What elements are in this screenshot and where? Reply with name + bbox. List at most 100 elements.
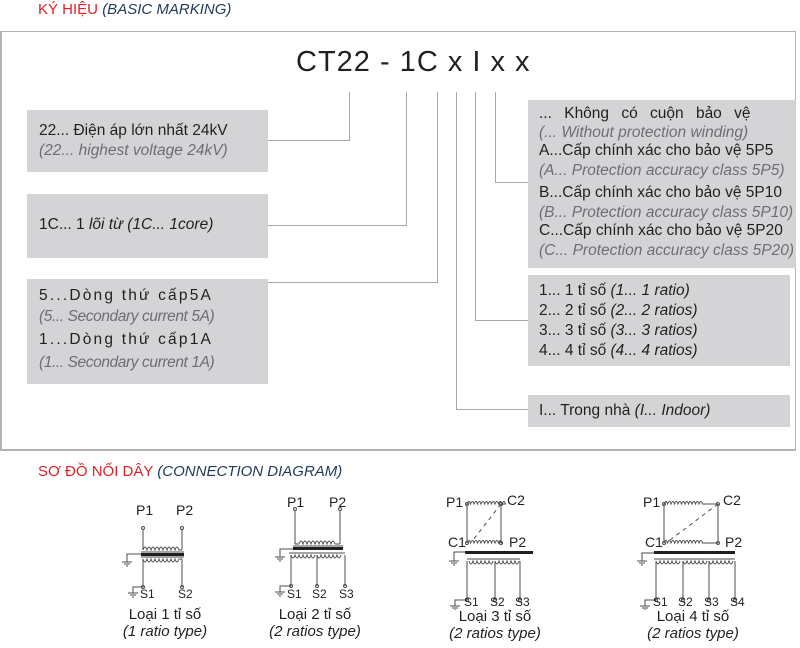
type-vn: Loại 1 tỉ số <box>128 606 202 623</box>
ratio-1-vn: 1... 1 tỉ số <box>539 282 611 299</box>
iron-core <box>141 553 184 556</box>
protection-a-en: (A... Protection accuracy class 5P5) <box>539 162 785 179</box>
connection-diagram-heading: SƠ ĐỒ NỐI DÂY (CONNECTION DIAGRAM) <box>38 463 342 480</box>
connector-voltage-h <box>267 140 350 141</box>
voltage-box: 22... Điện áp lớn nhất 24kV (22... highe… <box>27 110 268 172</box>
p1-label: P1 <box>136 502 153 518</box>
type-vn: Loại 3 tỉ số <box>458 608 532 625</box>
voltage-vn: 22... Điện áp lớn nhất 24kV <box>39 122 228 139</box>
connector-voltage-v <box>349 92 350 141</box>
c1-label: C1 <box>448 534 466 550</box>
c2-label: C2 <box>723 492 741 508</box>
ratios-box: 1... 1 tỉ số (1... 1 ratio) 2... 2 tỉ số… <box>528 275 790 366</box>
type-vn: Loại 4 tỉ số <box>656 608 730 625</box>
s1-label: S1 <box>464 595 479 609</box>
s3-label: S3 <box>704 595 719 609</box>
connector-secondary-v <box>437 92 438 283</box>
diagram-1-caption: Loại 1 tỉ số (1 ratio type) <box>100 606 230 640</box>
ratio-2-en: (2... 2 ratios) <box>610 302 698 319</box>
diagram-3-caption: Loại 3 tỉ số (2 ratios type) <box>430 608 560 642</box>
p2-label: P2 <box>725 534 742 550</box>
model-code: CT22 - 1C x I x x <box>296 46 531 78</box>
secondary-1a-vn: 1...Dòng thứ cấp1A <box>39 331 214 348</box>
indoor-text: I... Trong nhà (I... Indoor) <box>539 401 790 421</box>
diagram-2-caption: Loại 2 tỉ số (2 ratios type) <box>250 606 380 640</box>
connector-core-v <box>406 92 407 226</box>
indoor-box: I... Trong nhà (I... Indoor) <box>528 395 790 427</box>
ratio-1-en: (1... 1 ratio) <box>610 282 690 299</box>
heading-en: (BASIC MARKING) <box>102 1 232 18</box>
p2-label: P2 <box>176 502 193 518</box>
type-vn: Loại 2 tỉ số <box>278 606 352 623</box>
p2-label: P2 <box>509 534 526 550</box>
s3-label: S3 <box>339 587 354 601</box>
heading-vn: SƠ ĐỒ NỐI DÂY <box>38 463 154 480</box>
diagram-4-ratios: P1 C2 C1 P2 S1 S2 S3 S4 <box>637 492 745 610</box>
protection-c-vn: C...Cấp chính xác cho bảo vệ 5P20 <box>539 222 783 239</box>
secondary-1a-en: (1... Secondary current 1A) <box>39 354 215 371</box>
s2-label: S2 <box>312 587 327 601</box>
protection-c-en: (C... Protection accuracy class 5P20) <box>539 242 794 259</box>
p2-label: P2 <box>329 494 346 510</box>
c1-label: C1 <box>645 534 663 550</box>
connector-ratio-h <box>475 320 528 321</box>
basic-marking-heading: KÝ HIỆU (BASIC MARKING) <box>38 1 231 18</box>
indoor-en: (I... Indoor) <box>634 402 711 419</box>
secondary-coil <box>142 557 182 563</box>
indoor-vn: I... Trong nhà <box>539 402 635 419</box>
primary-coil <box>142 546 182 552</box>
protection-none-en: (... Without protection winding) <box>539 124 749 141</box>
s2-label: S2 <box>178 587 193 601</box>
p1-label: P1 <box>287 494 304 510</box>
core-text: 1C... 1 lõi từ (1C... 1core) <box>39 215 268 235</box>
ratio-3: 3... 3 tỉ số (3... 3 ratios) <box>539 321 790 341</box>
diagram-3-ratios: P1 C2 C1 P2 S1 S2 S3 <box>446 492 534 610</box>
connector-protection-v <box>495 92 496 183</box>
protection-a-vn: A...Cấp chính xác cho bảo vệ 5P5 <box>539 142 774 159</box>
protection-b-vn: B...Cấp chính xác cho bảo vệ 5P10 <box>539 184 782 201</box>
connector-protection-h <box>495 182 528 183</box>
s1-label: S1 <box>140 587 155 601</box>
s1-label: S1 <box>653 595 668 609</box>
diagram-1-ratio: P1 P2 S1 S2 <box>122 502 193 601</box>
voltage-en: (22... highest voltage 24kV) <box>39 142 228 159</box>
diagram-4-caption: Loại 4 tỉ số (2 ratios type) <box>628 608 758 642</box>
ratio-3-vn: 3... 3 tỉ số <box>539 322 611 339</box>
type-en: (2 ratios type) <box>449 625 541 642</box>
s3-label: S3 <box>515 595 530 609</box>
ratio-3-en: (3... 3 ratios) <box>610 322 698 339</box>
core-box: 1C... 1 lõi từ (1C... 1core) <box>27 194 268 258</box>
ratio-2: 2... 2 tỉ số (2... 2 ratios) <box>539 301 790 321</box>
connector-indoor-h <box>456 409 528 410</box>
ratio-4: 4... 4 tỉ số (4... 4 ratios) <box>539 341 790 361</box>
protection-none-vn: ... Không có cuộn bảo vệ <box>539 105 751 122</box>
p1-label: P1 <box>446 494 463 510</box>
connector-ratio-v <box>475 92 476 321</box>
type-en: (2 ratios type) <box>647 625 739 642</box>
s2-label: S2 <box>490 595 505 609</box>
core-prefix: 1C... 1 <box>39 216 89 233</box>
core-italic: lõi từ (1C... 1core) <box>88 216 214 233</box>
secondary-current-box: 5...Dòng thứ cấp5A (5... Secondary curre… <box>27 279 268 384</box>
connector-secondary-h <box>267 282 438 283</box>
heading-vn: KÝ HIỆU <box>38 1 99 18</box>
connector-indoor-v <box>456 92 457 410</box>
ratio-2-vn: 2... 2 tỉ số <box>539 302 611 319</box>
ratio-4-vn: 4... 4 tỉ số <box>539 342 611 359</box>
type-en: (2 ratios type) <box>269 623 361 640</box>
ratio-4-en: (4... 4 ratios) <box>610 342 698 359</box>
diagram-2-ratios: P1 P2 S1 S2 S3 <box>275 494 354 601</box>
protection-b-en: (B... Protection accuracy class 5P10) <box>539 204 794 221</box>
protection-box: ... Không có cuộn bảo vệ (... Without pr… <box>528 100 796 268</box>
c2-label: C2 <box>507 492 525 508</box>
ratio-1: 1... 1 tỉ số (1... 1 ratio) <box>539 281 790 301</box>
s2-label: S2 <box>678 595 693 609</box>
heading-en: (CONNECTION DIAGRAM) <box>157 463 343 480</box>
connector-core-h <box>267 225 407 226</box>
p1-label: P1 <box>643 494 660 510</box>
secondary-5a-en: (5... Secondary current 5A) <box>39 308 215 325</box>
s1-label: S1 <box>287 587 302 601</box>
secondary-5a-vn: 5...Dòng thứ cấp5A <box>39 287 214 304</box>
type-en: (1 ratio type) <box>122 623 208 640</box>
s4-label: S4 <box>730 595 745 609</box>
